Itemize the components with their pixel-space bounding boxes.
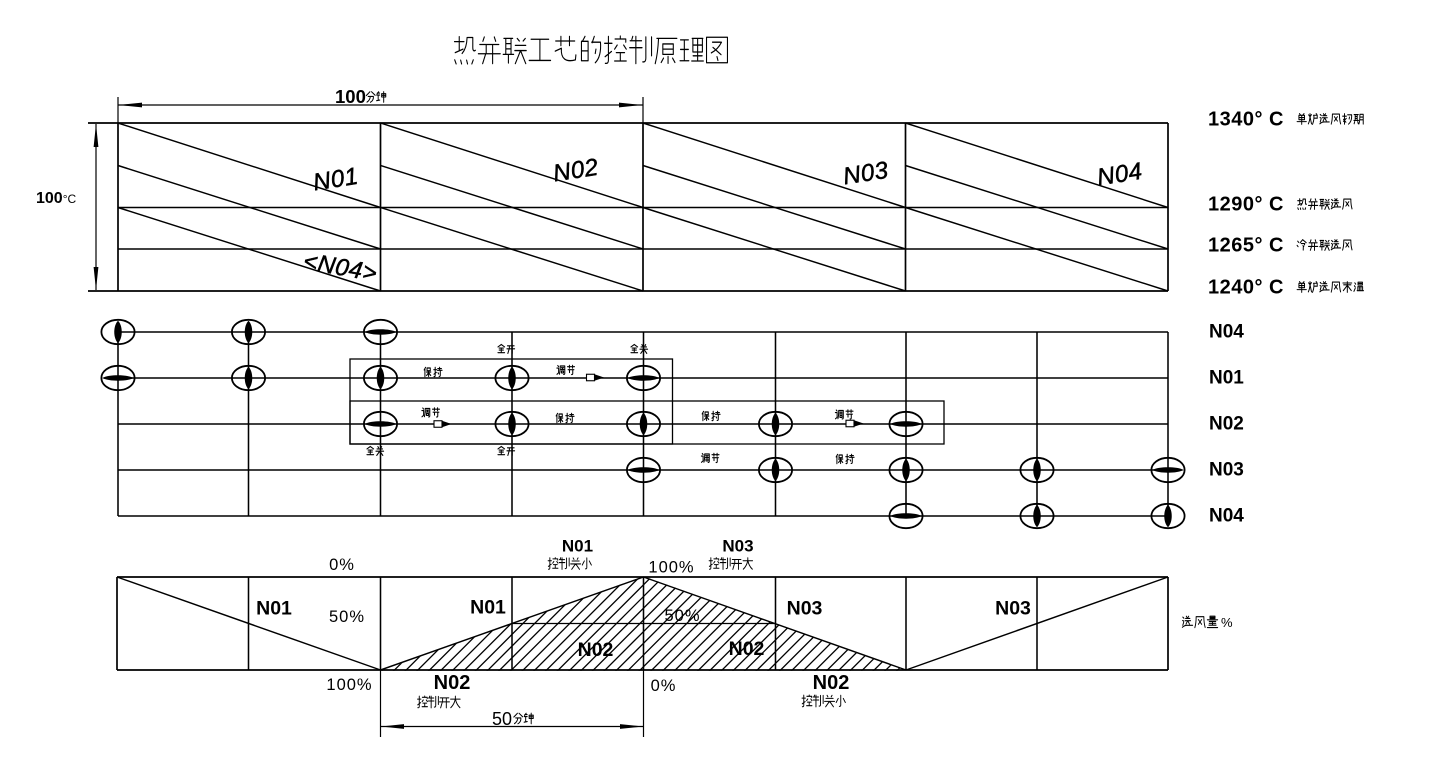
svg-text:100°C: 100°C <box>36 190 77 207</box>
svg-text:100%: 100% <box>648 559 694 577</box>
svg-text:N02: N02 <box>1209 414 1244 435</box>
svg-text:%: % <box>1221 615 1233 630</box>
svg-text:N03: N03 <box>787 598 823 620</box>
svg-text:N02: N02 <box>578 639 614 661</box>
svg-text:N02: N02 <box>813 672 850 694</box>
svg-text:1240° C: 1240° C <box>1208 277 1284 299</box>
svg-text:N02: N02 <box>434 672 471 694</box>
svg-text:N01: N01 <box>1209 368 1244 389</box>
svg-text:100: 100 <box>335 86 366 107</box>
svg-text:N03: N03 <box>1209 460 1244 481</box>
svg-text:N01: N01 <box>562 537 593 556</box>
svg-text:50%: 50% <box>664 607 700 625</box>
svg-text:N02: N02 <box>729 638 765 660</box>
svg-text:N04: N04 <box>1209 506 1244 527</box>
svg-text:100%: 100% <box>326 676 372 694</box>
svg-text:50%: 50% <box>329 608 365 626</box>
svg-text:1265° C: 1265° C <box>1208 235 1284 257</box>
svg-text:0%: 0% <box>329 556 355 574</box>
svg-text:N04: N04 <box>1095 158 1144 192</box>
svg-text:50: 50 <box>492 709 512 729</box>
svg-text:1290° C: 1290° C <box>1208 194 1284 216</box>
svg-text:0%: 0% <box>651 677 677 695</box>
svg-text:N03: N03 <box>995 598 1031 620</box>
svg-text:N04: N04 <box>1209 322 1244 343</box>
svg-text:N03: N03 <box>722 537 753 556</box>
svg-text:N01: N01 <box>256 598 292 620</box>
svg-text:1340° C: 1340° C <box>1208 109 1284 131</box>
svg-text:N01: N01 <box>470 597 506 619</box>
